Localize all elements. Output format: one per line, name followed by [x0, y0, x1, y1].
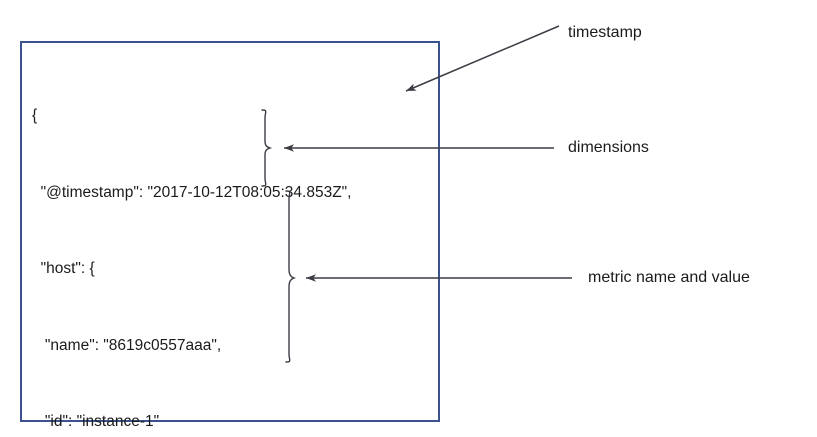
json-document-box — [20, 41, 440, 422]
annotation-label-dimensions: dimensions — [568, 139, 649, 156]
json-line: { — [32, 107, 38, 124]
json-line-host-id: "id": "instance-1" — [32, 413, 160, 430]
json-document-listing: { "@timestamp": "2017-10-12T08:05:34.853… — [32, 52, 432, 437]
annotation-label-timestamp: timestamp — [568, 24, 642, 41]
json-line-host-name: "name": "8619c0557aaa", — [32, 336, 222, 354]
json-line-timestamp: "@timestamp": "2017-10-12T08:05:34.853Z"… — [32, 183, 352, 201]
annotation-label-metric: metric name and value — [588, 269, 750, 286]
json-line-host-open: "host": { — [32, 260, 95, 277]
